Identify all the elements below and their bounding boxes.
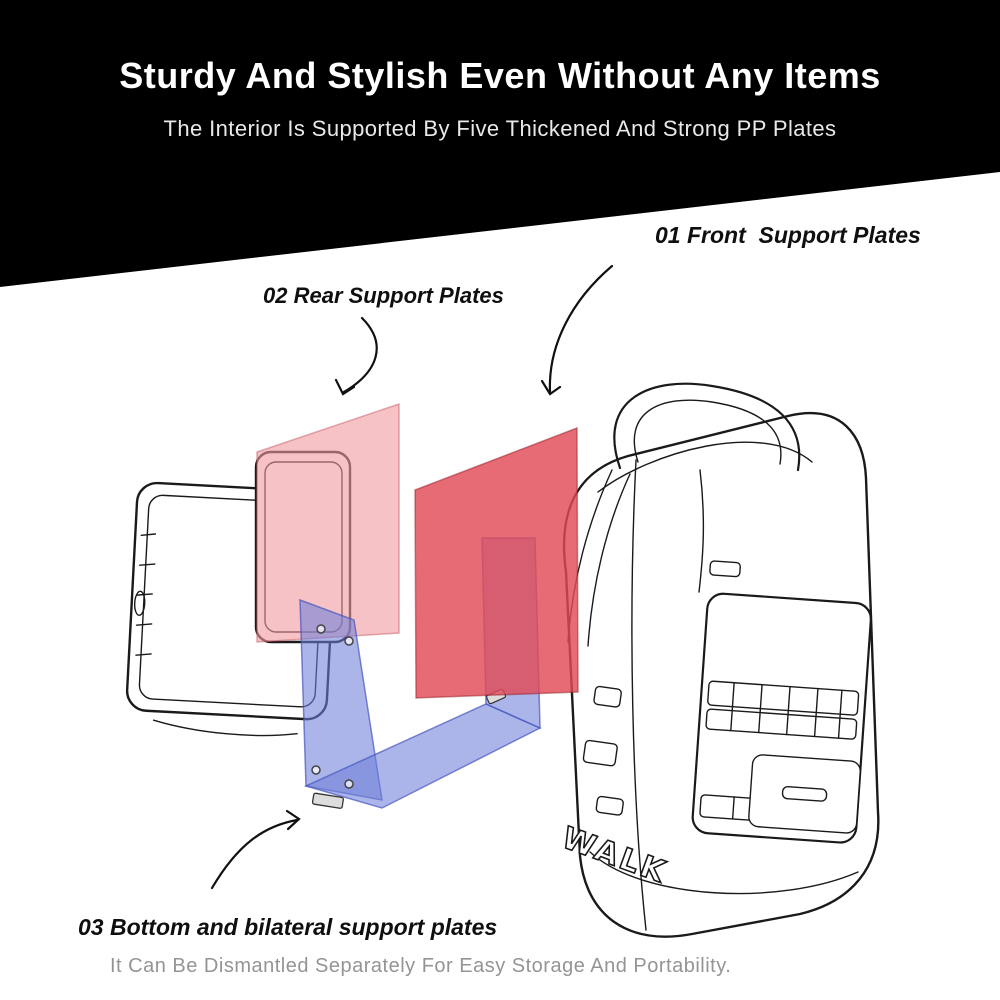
side-buckle-1 xyxy=(593,685,622,708)
screw-1 xyxy=(316,624,326,634)
page-title: Sturdy And Stylish Even Without Any Item… xyxy=(119,55,881,96)
top-loop xyxy=(709,560,741,578)
bag-sketch: WALK xyxy=(556,382,880,938)
front-plate-label: 01 Front Support Plates xyxy=(655,222,921,248)
bottom-connector xyxy=(311,792,344,809)
small-pocket xyxy=(748,754,861,834)
screw-2 xyxy=(344,636,354,646)
bottom-plate-arrowhead xyxy=(285,809,301,831)
case-hatch-lines xyxy=(135,533,157,656)
small-pocket-slot xyxy=(781,786,828,802)
side-buckle-3 xyxy=(595,795,624,816)
rear-plate-arrowhead xyxy=(334,378,356,396)
caption-text: It Can Be Dismantled Separately For Easy… xyxy=(110,955,732,977)
case-side-knob xyxy=(133,590,146,616)
bag-top-line xyxy=(597,441,813,493)
bag-handle-inner xyxy=(633,399,782,465)
pocket-outline xyxy=(691,592,872,844)
rear-plate-arrow xyxy=(342,316,378,394)
bag-zipper-line xyxy=(698,469,705,593)
screw-3 xyxy=(311,765,321,775)
front-plate-arrowhead xyxy=(540,379,562,396)
bag-bottom-inner-line xyxy=(589,851,859,895)
screw-4 xyxy=(344,779,354,789)
rear-plate-label: 02 Rear Support Plates xyxy=(263,283,504,308)
bag-front-pocket xyxy=(691,560,872,844)
bottom-plate-label: 03 Bottom and bilateral support plates xyxy=(78,914,498,940)
front-support-plate xyxy=(414,426,579,699)
case-bottom-line xyxy=(152,719,298,737)
bag-handle-outer xyxy=(613,382,801,472)
molle-dividers-top xyxy=(730,682,843,739)
rear-support-plate xyxy=(256,402,400,643)
page-subtitle: The Interior Is Supported By Five Thicke… xyxy=(163,116,837,141)
side-buckle-2 xyxy=(582,739,618,767)
plate-screws xyxy=(311,624,354,789)
front-plate-arrow xyxy=(548,264,614,394)
bottom-plate-arrow xyxy=(210,818,299,890)
callout-arrows xyxy=(210,264,614,890)
bag-gusset-line xyxy=(631,459,647,931)
molle-row-1 xyxy=(707,680,860,716)
molle-row-2 xyxy=(705,708,858,740)
